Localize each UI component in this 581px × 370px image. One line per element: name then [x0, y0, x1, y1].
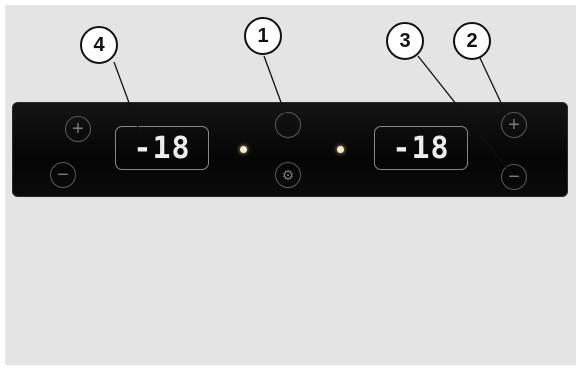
left-temperature-display: -18 — [115, 126, 209, 170]
minus-icon: − — [57, 164, 69, 186]
right-plus-button[interactable]: + — [501, 112, 527, 138]
minus-icon: − — [508, 166, 520, 188]
callout-2: 2 — [453, 22, 491, 60]
right-minus-button[interactable]: − — [501, 164, 527, 190]
leader-line-1 — [263, 55, 287, 117]
right-temperature-display: -18 — [374, 126, 468, 170]
leader-line-2 — [479, 57, 511, 123]
plus-icon: + — [508, 114, 520, 136]
callout-3-label: 3 — [399, 29, 411, 52]
left-led-indicator — [240, 146, 247, 153]
callout-1: 1 — [244, 17, 282, 55]
power-button[interactable] — [275, 112, 301, 138]
callout-2-label: 2 — [466, 29, 478, 52]
control-panel: + − -18 ⚙ -18 + − — [12, 102, 568, 197]
callout-4: 4 — [80, 26, 118, 64]
left-plus-button[interactable]: + — [65, 116, 91, 142]
settings-gear-icon: ⚙ — [281, 167, 295, 183]
right-temperature-value: -18 — [392, 130, 450, 166]
right-led-indicator — [337, 146, 344, 153]
left-temperature-value: -18 — [133, 130, 191, 166]
leader-line-4 — [113, 61, 143, 139]
callout-4-label: 4 — [93, 33, 105, 56]
callout-3: 3 — [386, 22, 424, 60]
leader-line-3 — [417, 55, 511, 173]
left-minus-button[interactable]: − — [50, 162, 76, 188]
plus-icon: + — [72, 118, 84, 140]
settings-button[interactable]: ⚙ — [275, 162, 301, 188]
callout-1-label: 1 — [257, 24, 269, 47]
